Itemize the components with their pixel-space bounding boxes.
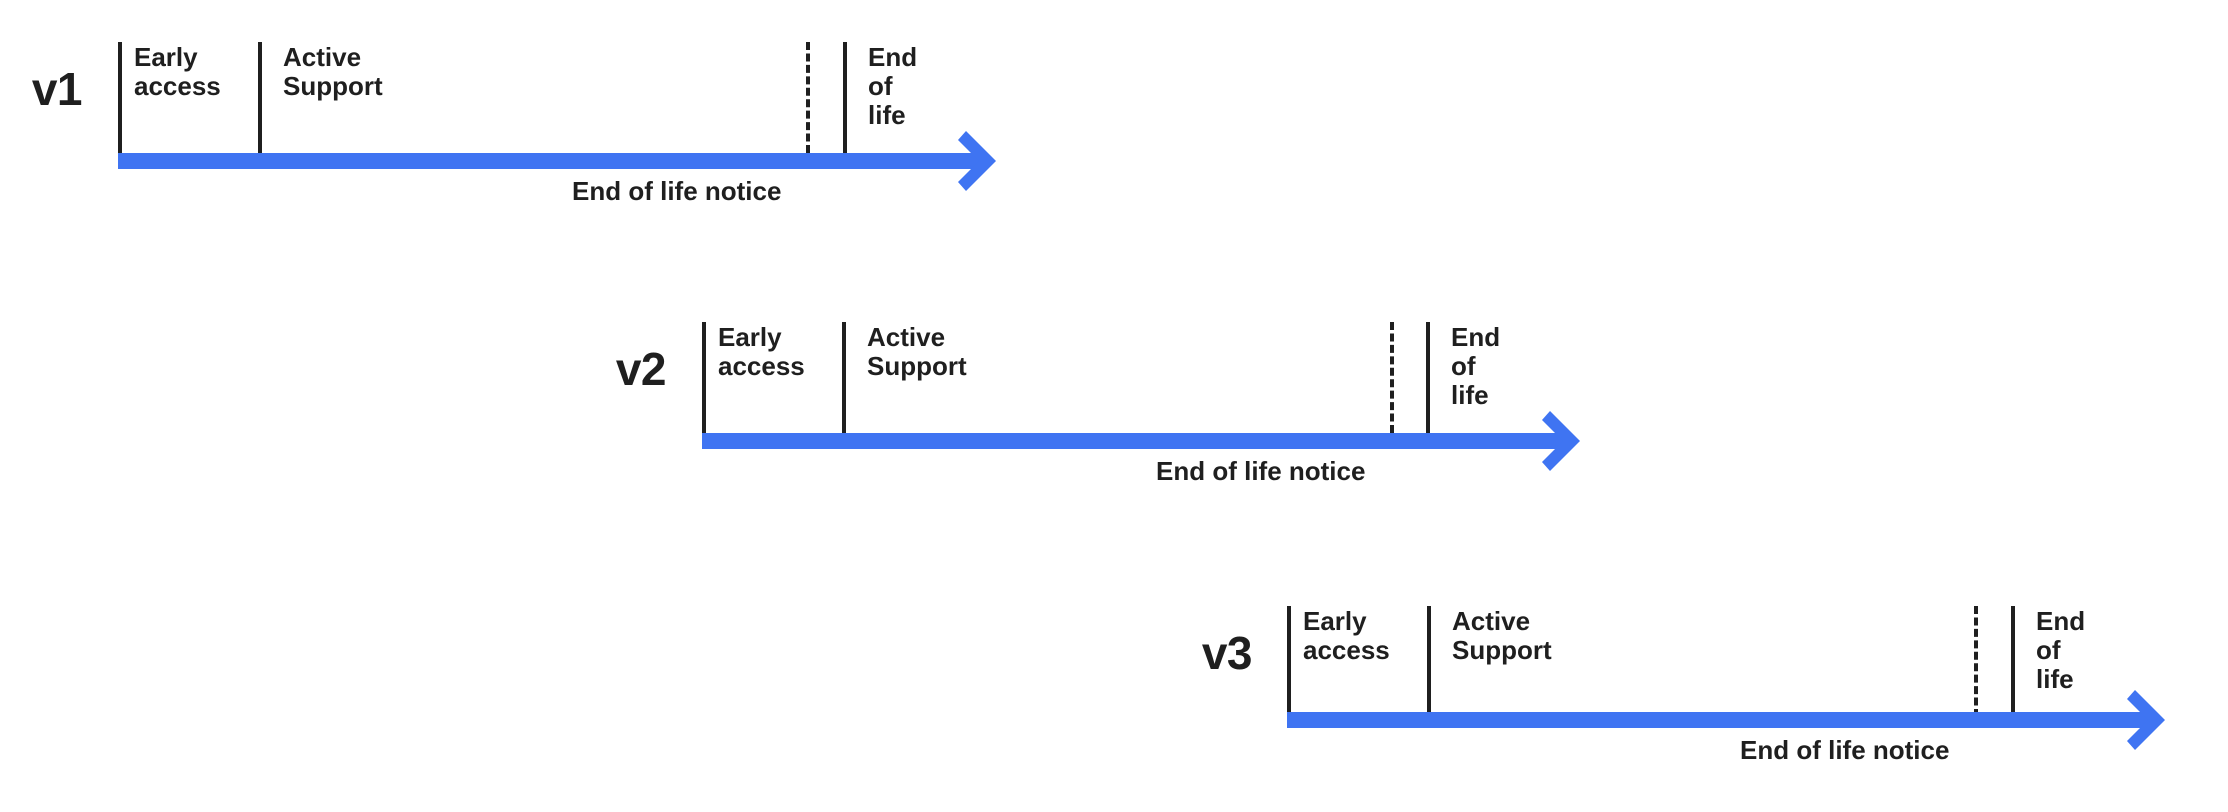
divider-eol-notice-v2	[1390, 322, 1394, 433]
lifecycle-arrow-shaft-v2	[702, 433, 1566, 449]
divider-active-support-v1	[258, 42, 262, 153]
version-label-v3: v3	[1201, 627, 1253, 679]
phase-label-active-support-v3: Active Support	[1452, 606, 1552, 666]
end-of-life-notice-label-v2: End of life notice	[1156, 456, 1366, 486]
phase-label-end-of-life-v2: End of life	[1451, 322, 1501, 411]
phase-label-active-support-v1: Active Support	[283, 42, 383, 102]
divider-end-of-life-v1	[843, 42, 847, 153]
divider-active-support-v2	[842, 322, 846, 433]
lifecycle-arrow-shaft-v3	[1287, 712, 2151, 728]
version-label-v2: v2	[615, 343, 667, 395]
phase-label-early-access-v1: Early access	[134, 42, 221, 102]
divider-start-v3	[1287, 606, 1291, 717]
phase-label-end-of-life-v1: End of life	[868, 42, 918, 131]
divider-eol-notice-v1	[806, 42, 810, 153]
divider-start-v2	[702, 322, 706, 433]
phase-label-early-access-v3: Early access	[1303, 606, 1390, 666]
divider-active-support-v3	[1427, 606, 1431, 717]
phase-label-end-of-life-v3: End of life	[2036, 606, 2086, 695]
phase-label-active-support-v2: Active Support	[867, 322, 967, 382]
divider-start-v1	[118, 42, 122, 153]
end-of-life-notice-label-v3: End of life notice	[1740, 735, 1950, 765]
lifecycle-arrow-shaft-v1	[118, 153, 982, 169]
version-label-v1: v1	[31, 63, 83, 115]
divider-eol-notice-v3	[1974, 606, 1978, 717]
end-of-life-notice-label-v1: End of life notice	[572, 176, 782, 206]
divider-end-of-life-v2	[1426, 322, 1430, 433]
divider-end-of-life-v3	[2011, 606, 2015, 717]
phase-label-early-access-v2: Early access	[718, 322, 805, 382]
